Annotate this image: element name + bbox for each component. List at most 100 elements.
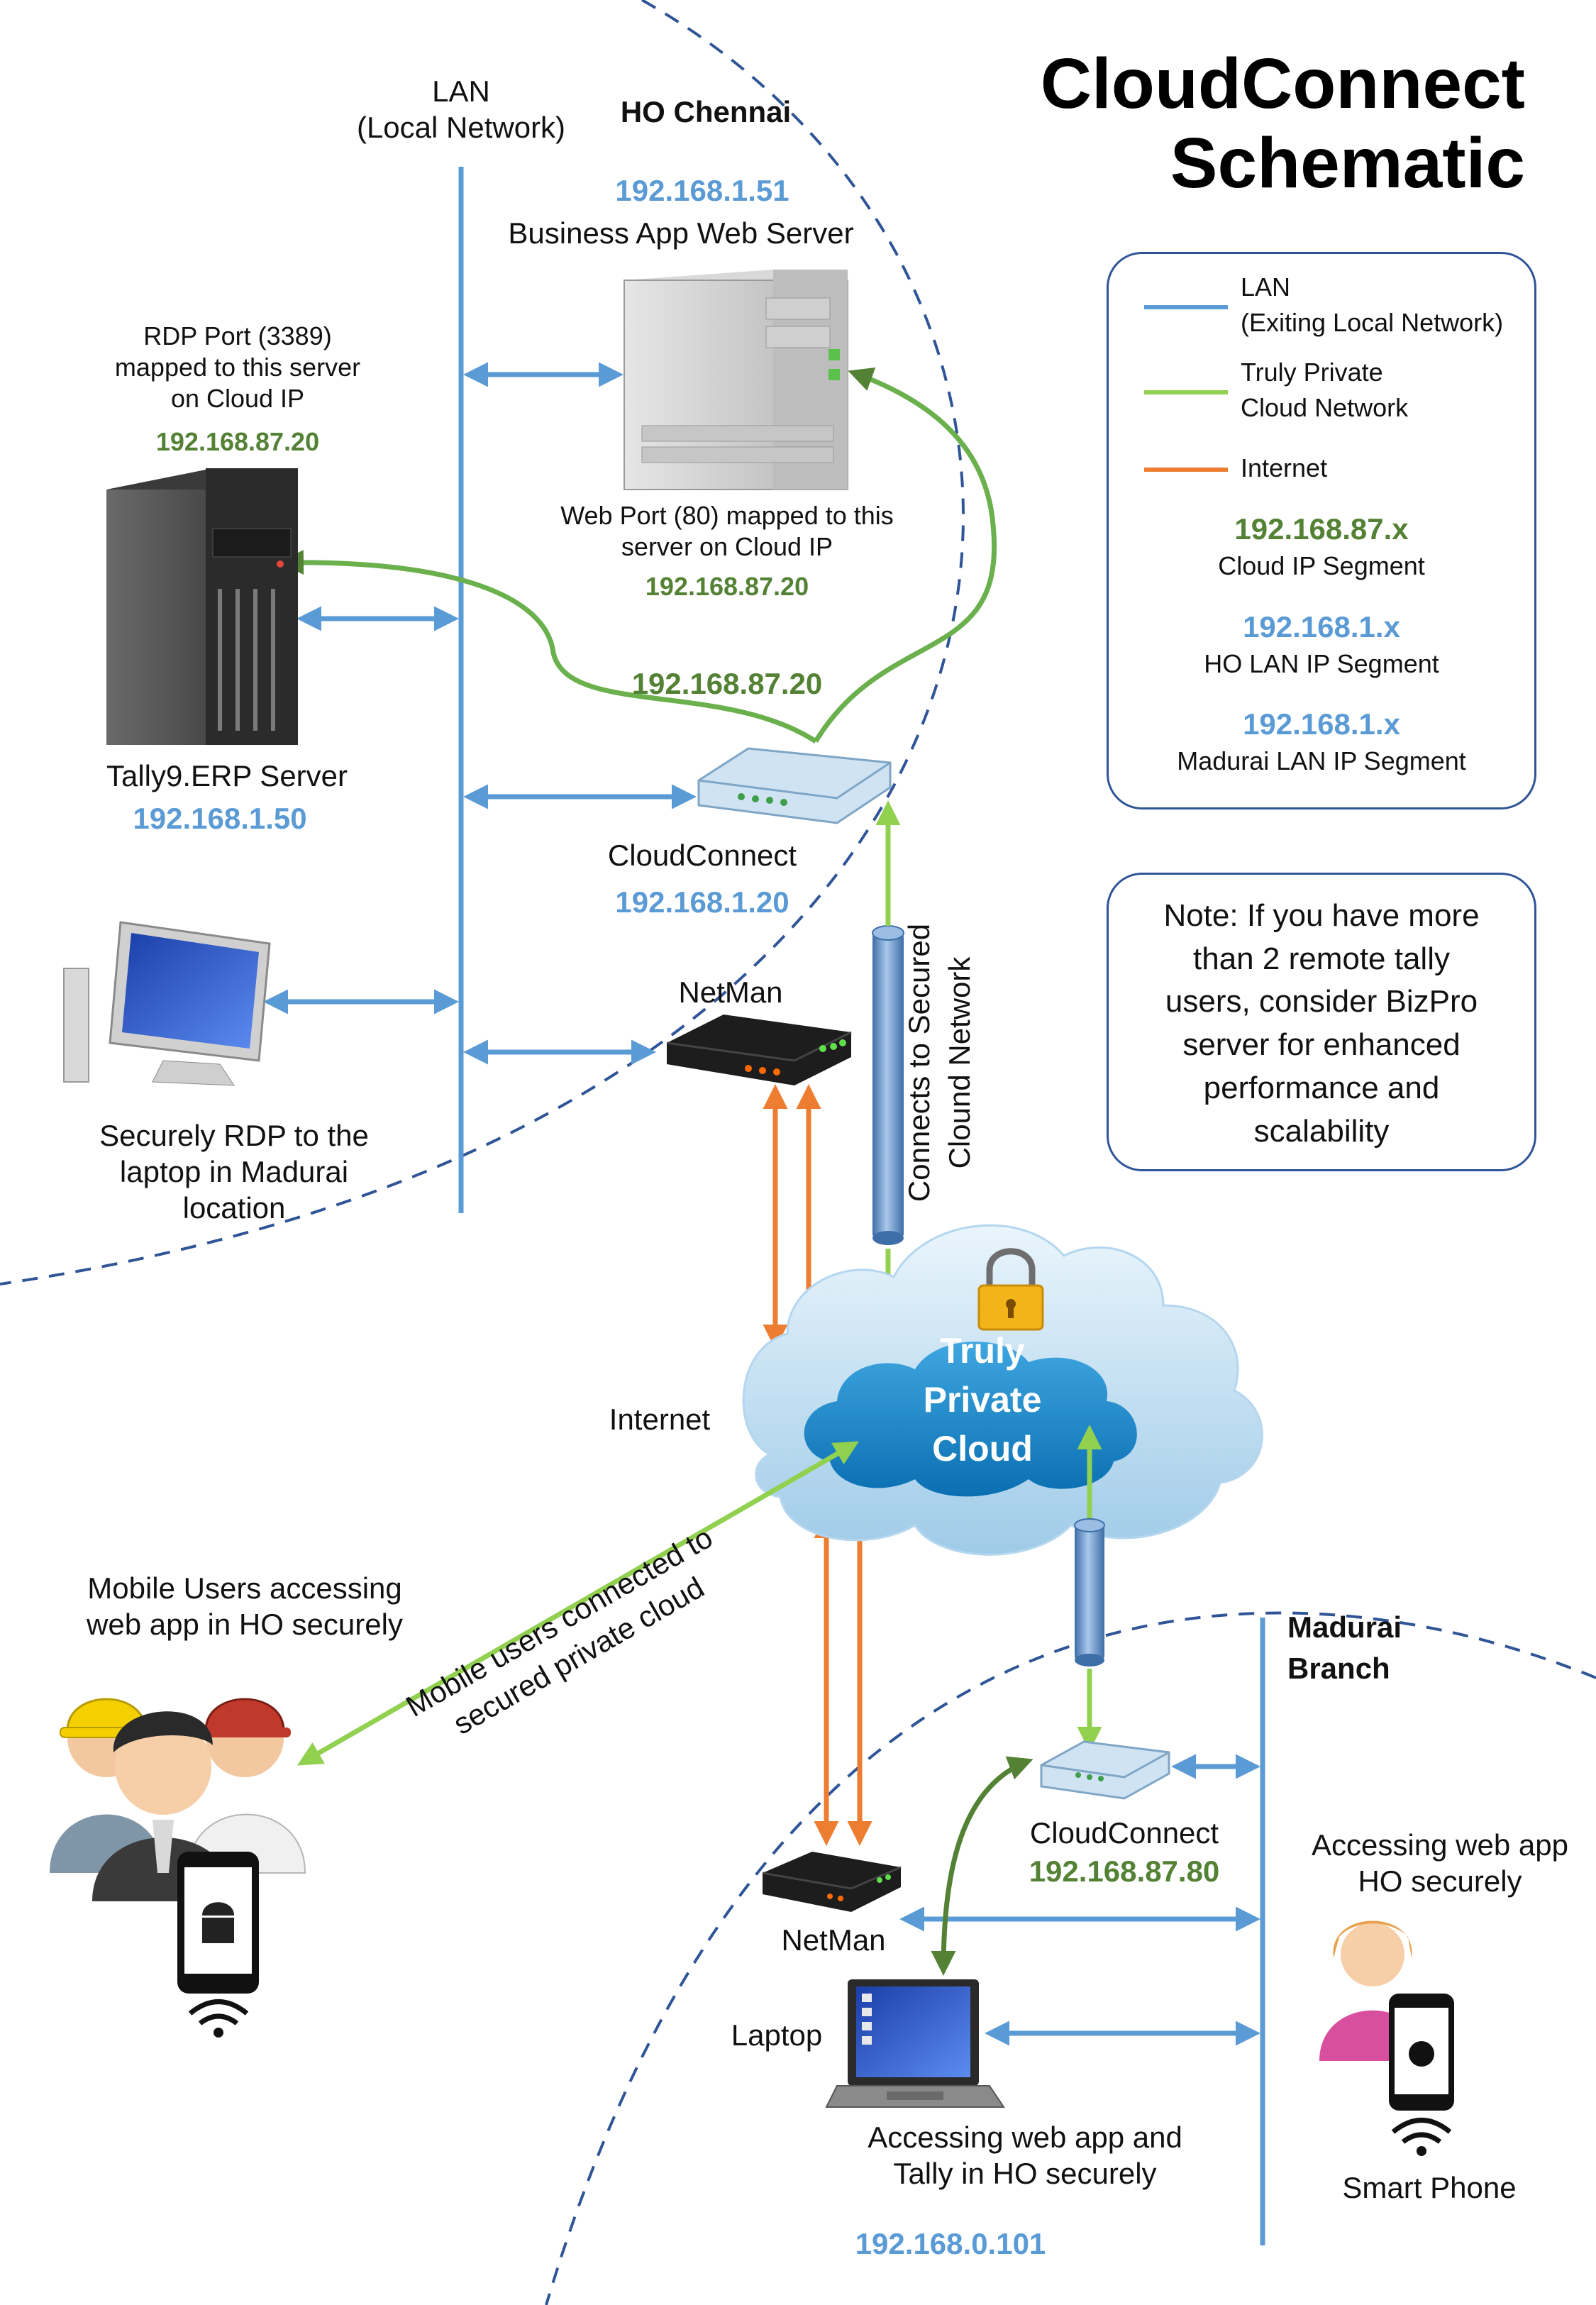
rdp-note-line-2: mapped to this server <box>114 352 361 382</box>
web-port-note-line-2: server on Cloud IP <box>621 531 833 561</box>
mobile-users-icon <box>50 1698 306 1901</box>
legend-cloud-swatch <box>1144 390 1228 394</box>
legend-lan-line-1: LAN <box>1241 272 1291 302</box>
wifi-icon-mobile <box>188 1999 249 2038</box>
ho-netman-icon <box>666 1015 852 1085</box>
cloud-port-mappings <box>279 367 997 744</box>
wifi-icon-phone <box>1391 2118 1452 2156</box>
internet-label: Internet <box>609 1403 711 1436</box>
web-server-name: Business App Web Server <box>508 216 854 250</box>
madurai-cloudconnect-ip: 192.168.87.80 <box>1029 1854 1220 1888</box>
lock-icon <box>977 1248 1044 1331</box>
web-server-ip: 192.168.1.51 <box>615 174 789 207</box>
rdp-laptop-line-1: Securely RDP to the <box>99 1119 369 1152</box>
laptop-text: Accessing web app and Tally in HO secure… <box>812 2119 1238 2191</box>
phone-user-text: Accessing web app HO securely <box>1263 1827 1596 1899</box>
legend-internet-swatch <box>1144 468 1228 472</box>
legend-internet-text: Internet <box>1241 453 1328 482</box>
phone-name: Smart Phone <box>1342 2171 1517 2204</box>
legend-cloud-line-1: Truly Private <box>1241 358 1383 387</box>
ho-lan-subtitle: (Local Network) <box>356 111 566 145</box>
legend-cloud-text: Truly Private Cloud Network <box>1241 355 1408 426</box>
rdp-note-line-3: on Cloud IP <box>170 383 305 413</box>
note-line-2: than 2 remote tally <box>1193 941 1450 976</box>
note-text: Note: If you have more than 2 remote tal… <box>1109 895 1534 1153</box>
mobile-users-title: Mobile Users accessing web app in HO sec… <box>43 1570 447 1642</box>
note-line-3: users, consider BizPro <box>1165 984 1478 1019</box>
laptop-text-line-1: Accessing web app and <box>868 2121 1182 2154</box>
ho-netman-name: NetMan <box>678 975 783 1009</box>
tally-server-name: Tally9.ERP Server <box>106 759 348 792</box>
madurai-cloudconnect-name: CloudConnect <box>1029 1816 1219 1850</box>
madurai-netman-icon <box>762 1852 902 1912</box>
desktop-computer-icon <box>63 921 271 1086</box>
legend-madurai-segment-ip: 192.168.1.x <box>1243 707 1400 741</box>
legend-lan-line-2: (Exiting Local Network) <box>1241 308 1504 338</box>
legend-cloud-segment-ip: 192.168.87.x <box>1234 512 1409 546</box>
legend-cloud-segment-label: Cloud IP Segment <box>1218 551 1425 580</box>
pipe-label-line-2: Clound Network <box>942 956 976 1169</box>
tally-server-ip: 192.168.1.50 <box>133 802 307 835</box>
madurai-cloudconnect-router-icon <box>1040 1740 1170 1800</box>
mobile-cloud-link <box>297 1441 860 1766</box>
legend-cloud-line-2: Cloud Network <box>1241 393 1409 423</box>
pipe-label-line-1: Connects to Secured <box>902 923 936 1203</box>
madurai-boundary-line <box>545 1611 1596 2305</box>
ho-cloudconnect-ip: 192.168.1.20 <box>615 885 789 919</box>
iphone-icon <box>1389 1994 1454 2111</box>
rdp-port-note: RDP Port (3389) mapped to this server on… <box>71 321 404 414</box>
legend-lan-swatch <box>1144 305 1228 309</box>
cloud-label: Truly Private Cloud <box>880 1327 1085 1474</box>
web-server-icon <box>624 270 848 490</box>
cloud-label-line-2: Private <box>923 1380 1042 1420</box>
legend-ho-segment-label: HO LAN IP Segment <box>1204 649 1439 678</box>
rdp-laptop-text: Securely RDP to the laptop in Madurai lo… <box>57 1117 411 1227</box>
mobile-users-line-1: Mobile Users accessing <box>87 1571 402 1605</box>
ho-lan-label: LAN (Local Network) <box>305 73 617 145</box>
title-line-2: Schematic <box>1170 123 1525 203</box>
title-line-1: CloudConnect <box>1040 44 1525 123</box>
rdp-cloud-ip: 192.168.87.20 <box>155 427 320 456</box>
legend-box: LAN (Exiting Local Network) Truly Privat… <box>1107 252 1536 809</box>
madurai-location-label: Madurai Branch <box>1287 1607 1402 1689</box>
note-line-5: performance and <box>1203 1070 1440 1105</box>
mobile-users-line-2: web app in HO securely <box>87 1608 403 1642</box>
tally-server-icon <box>106 468 298 745</box>
ho-boundary-line <box>0 0 965 1286</box>
laptop-ip: 192.168.0.101 <box>855 2227 1046 2260</box>
madurai-location-line-1: Madurai <box>1287 1610 1402 1644</box>
madurai-cloudconnect-laptop-link <box>931 1756 1033 1976</box>
madurai-pipe <box>1074 1518 1105 1666</box>
web-port-note-line-1: Web Port (80) mapped to this <box>560 501 894 530</box>
rdp-laptop-line-2: laptop in Madurai <box>119 1155 349 1189</box>
laptop-text-line-2: Tally in HO securely <box>893 2157 1157 2191</box>
ho-lan-title: LAN <box>432 74 490 108</box>
ho-pipe <box>872 925 904 1245</box>
note-line-6: scalability <box>1253 1113 1390 1149</box>
web-port-note: Web Port (80) mapped to this server on C… <box>497 500 958 563</box>
legend-lan-text: LAN (Exiting Local Network) <box>1241 270 1503 341</box>
cloud-label-line-3: Cloud <box>932 1429 1033 1469</box>
router-cloud-ip: 192.168.87.20 <box>631 667 823 700</box>
phone-user-line-1: Accessing web app <box>1312 1828 1568 1862</box>
laptop-icon <box>825 1979 1005 2108</box>
ho-lan-arrows <box>263 362 697 1065</box>
page-title: CloudConnect Schematic <box>1041 44 1525 203</box>
note-line-4: server for enhanced <box>1182 1027 1461 1063</box>
laptop-name: Laptop <box>731 2018 823 2052</box>
ho-cloudconnect-router-icon <box>697 747 892 824</box>
ho-cloudconnect-name: CloudConnect <box>607 839 797 872</box>
private-cloud <box>742 1224 1263 1556</box>
note-box: Note: If you have more than 2 remote tal… <box>1107 873 1536 1171</box>
rdp-note-line-1: RDP Port (3389) <box>143 321 332 350</box>
ho-location-label: HO Chennai <box>620 95 792 128</box>
note-line-1: Note: If you have more <box>1163 898 1480 933</box>
madurai-netman-name: NetMan <box>781 1923 886 1957</box>
pipe-label: Connects to Secured Clound Network <box>899 900 985 1226</box>
phone-user-line-2: HO securely <box>1358 1864 1522 1898</box>
web-port-cloud-ip: 192.168.87.20 <box>645 572 809 601</box>
legend-ho-segment-ip: 192.168.1.x <box>1243 610 1400 643</box>
legend-madurai-segment-label: Madurai LAN IP Segment <box>1177 746 1466 775</box>
rdp-laptop-line-3: location <box>182 1191 286 1225</box>
